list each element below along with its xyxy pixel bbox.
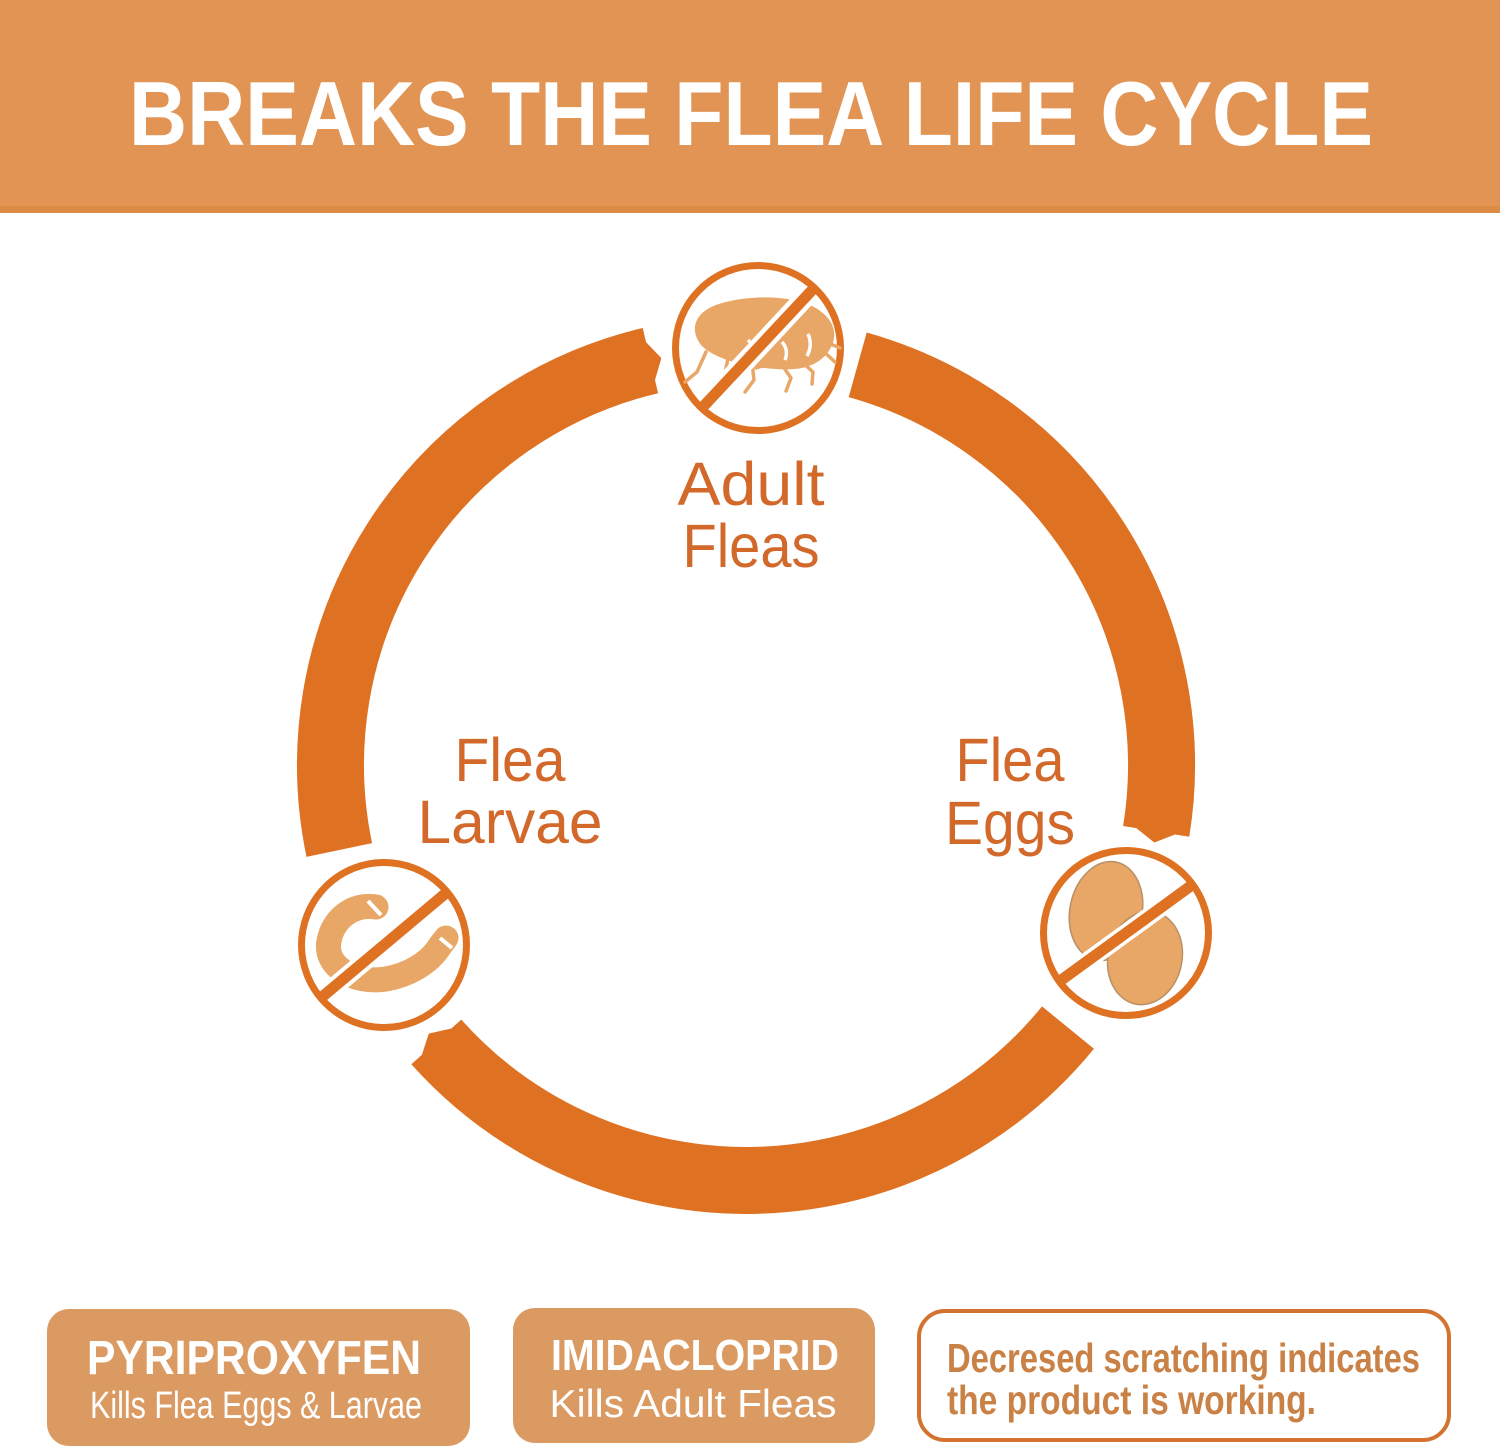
svg-text:Kills Flea Eggs & Larvae: Kills Flea Eggs & Larvae: [90, 1385, 422, 1427]
svg-text:IMIDACLOPRID: IMIDACLOPRID: [551, 1331, 839, 1380]
svg-text:the product is working.: the product is working.: [947, 1377, 1316, 1423]
svg-text:Larvae: Larvae: [418, 788, 603, 856]
svg-text:Kills Adult Fleas: Kills Adult Fleas: [550, 1383, 837, 1426]
svg-text:Fleas: Fleas: [683, 512, 820, 580]
svg-text:BREAKS THE FLEA LIFE CYCLE: BREAKS THE FLEA LIFE CYCLE: [129, 64, 1373, 165]
svg-text:PYRIPROXYFEN: PYRIPROXYFEN: [87, 1332, 421, 1385]
svg-text:Flea: Flea: [455, 726, 566, 794]
svg-text:Flea: Flea: [956, 726, 1065, 794]
svg-text:Eggs: Eggs: [945, 789, 1075, 857]
svg-text:Decresed scratching indicates: Decresed scratching indicates: [947, 1335, 1420, 1381]
svg-text:Adult: Adult: [678, 450, 825, 518]
